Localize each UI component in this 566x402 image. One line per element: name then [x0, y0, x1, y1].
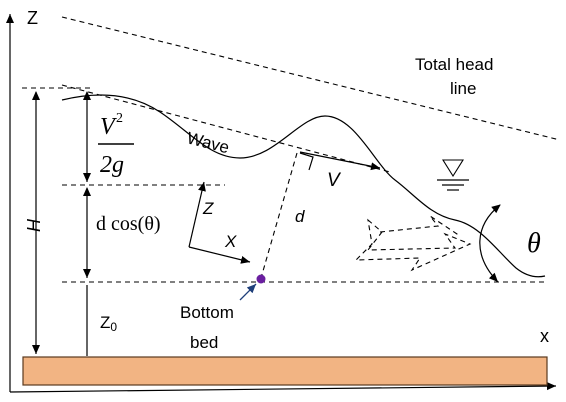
right-angle-marker	[299, 152, 314, 171]
total-head-label-2: line	[450, 79, 476, 98]
head-label: H	[24, 218, 44, 232]
bottom-bed-label-2: bed	[190, 333, 218, 352]
bottom-bed-label-1: Bottom	[180, 303, 234, 322]
velocity-arrow	[299, 151, 381, 171]
velocity-head-denominator: 2g	[100, 152, 124, 178]
water-surface-symbol	[442, 159, 464, 178]
depth-label: d	[295, 207, 305, 226]
ground-bed	[22, 356, 548, 386]
bottom-point	[256, 274, 266, 284]
wave-surface	[61, 94, 546, 278]
elevation-label: Z0	[100, 313, 117, 334]
velocity-label: V	[327, 170, 342, 191]
depth-cos-label: d cos(θ)	[96, 213, 161, 235]
velocity-head-numerator: V	[100, 114, 117, 140]
wave-label: Wave	[185, 128, 231, 157]
depth-line	[260, 152, 298, 279]
z-axis-label: Z	[27, 8, 38, 28]
total-head-label-1: Total head	[415, 55, 493, 74]
flow-direction-arrows	[354, 218, 472, 272]
total-head-line	[61, 16, 561, 141]
local-z-label: Z	[202, 199, 214, 218]
x-axis	[9, 382, 557, 393]
flow-direction-upper	[379, 215, 461, 237]
local-x-label: X	[224, 232, 237, 251]
bottom-pointer-arrow	[239, 283, 257, 301]
angle-label: θ	[527, 228, 541, 259]
mean-water-surface	[61, 84, 391, 173]
local-z-axis	[188, 181, 206, 248]
velocity-head-exponent: 2	[116, 111, 123, 126]
angle-arc	[479, 204, 501, 283]
local-x-axis	[188, 246, 251, 264]
x-axis-label: x	[540, 326, 549, 346]
